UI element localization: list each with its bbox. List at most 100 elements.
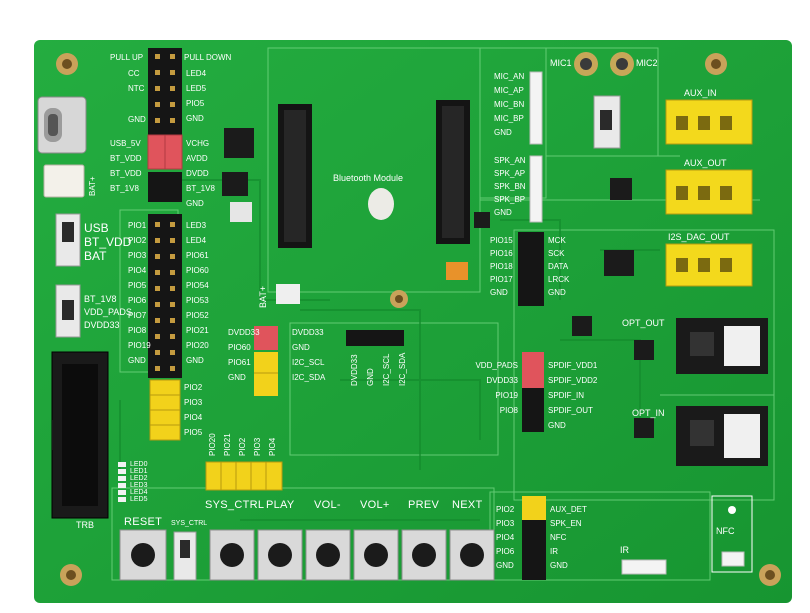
center-left-label: DVDD33 — [228, 328, 260, 337]
opt-in-label: OPT_IN — [632, 408, 665, 418]
i2s-dac-out-label: I2S_DAC_OUT — [668, 232, 730, 242]
qc-sticker — [368, 188, 394, 220]
spdif-left-label: VDD_PADS — [475, 361, 518, 370]
jumper-vertical-label: PIO4 — [268, 437, 277, 456]
prev-button-label: PREV — [408, 499, 440, 511]
led-array — [118, 462, 126, 502]
spdif-left-label: DVDD33 — [486, 376, 518, 385]
mic-pin-label: MIC_BP — [494, 114, 524, 123]
center-mid-label: I2C_SDA — [292, 373, 326, 382]
pio-jumpers-yellow — [149, 379, 181, 441]
pio-right-label: PIO54 — [186, 281, 209, 290]
trb-box-header — [51, 351, 109, 519]
spk-pin-label: SPK_AN — [494, 156, 526, 165]
jumper-label: PIO2 — [184, 383, 203, 392]
pio-left-label: PIO8 — [128, 326, 147, 335]
center-jumpers — [254, 326, 278, 396]
top-left-label: GND — [128, 115, 146, 124]
led-label: LED3 — [130, 482, 148, 489]
push-buttons — [119, 529, 495, 581]
led-label: LED1 — [130, 468, 148, 475]
microphones — [574, 52, 634, 76]
trb-label: TRB — [76, 520, 94, 530]
aux-right-label: GND — [550, 561, 568, 570]
spdif-left-label: PIO19 — [495, 391, 518, 400]
center-vertical-label: I2C_SDA — [398, 352, 407, 386]
pull-down-label: PULL DOWN — [184, 53, 232, 62]
power-left-label: USB_5V — [110, 139, 141, 148]
center-vertical-label: DVDD33 — [350, 354, 359, 386]
aux-right-label: AUX_DET — [550, 505, 587, 514]
pull-up-label: PULL UP — [110, 53, 144, 62]
mic-switch — [593, 95, 621, 149]
jumper-label: PIO4 — [184, 413, 203, 422]
ir-header — [621, 559, 667, 575]
center-mid-label: I2C_SCL — [292, 358, 325, 367]
center-mid-label: DVDD33 — [292, 328, 324, 337]
spdif-right-label: SPDIF_VDD2 — [548, 376, 598, 385]
top-right-label: LED5 — [186, 84, 207, 93]
play-button-label: PLAY — [266, 499, 295, 511]
center-left-label: GND — [228, 373, 246, 382]
mic-pin-label: GND — [494, 128, 512, 137]
pio-right-label: GND — [186, 356, 204, 365]
power-left-label: BT_VDD — [110, 169, 142, 178]
jumper-vertical-label: PIO2 — [238, 437, 247, 456]
mic-pin-label: MIC_AP — [494, 86, 524, 95]
spdif-right-label: SPDIF_IN — [548, 391, 585, 400]
bat-connector-small — [276, 284, 300, 304]
dac-ic — [604, 250, 634, 276]
aux-left-label: PIO3 — [496, 519, 515, 528]
switch-top-label: BAT — [84, 249, 107, 263]
switch-bottom-label: DVDD33 — [84, 320, 120, 330]
battery-connector — [43, 164, 85, 198]
opt-in-connector — [676, 406, 768, 466]
opt-in-ic — [634, 418, 654, 438]
led-label: LED2 — [130, 475, 148, 482]
pio-right-label: PIO21 — [186, 326, 209, 335]
mic-pin-header — [529, 71, 543, 145]
pio-left-label: PIO4 — [128, 266, 147, 275]
i2s-right-label: GND — [548, 288, 566, 297]
aux-left-label: PIO2 — [496, 505, 515, 514]
vol-minus-button-label: VOL- — [314, 499, 341, 511]
switch-top-label: USB — [84, 221, 109, 235]
power-jumpers-red — [147, 134, 183, 202]
mic1-label: MIC1 — [550, 58, 572, 68]
aux-in-jack — [665, 99, 753, 145]
spk-pin-label: GND — [494, 208, 512, 217]
tantalum-capacitor — [446, 262, 468, 280]
led-label: LED0 — [130, 461, 148, 468]
i2s-left-label: PIO16 — [490, 249, 513, 258]
pio-left-label: GND — [128, 356, 146, 365]
small-capacitor — [230, 202, 252, 222]
i2s-jumpers — [518, 232, 544, 306]
spdif-right-label: SPDIF_VDD1 — [548, 361, 598, 370]
vol-plus-button-label: VOL+ — [360, 499, 390, 511]
top-left-label: CC — [128, 69, 140, 78]
pio-right-label: LED3 — [186, 221, 207, 230]
transistor — [474, 212, 490, 228]
i2s-right-label: DATA — [548, 262, 569, 271]
horizontal-jumpers-yellow — [205, 461, 283, 491]
center-left-label: PIO61 — [228, 358, 251, 367]
led-label: LED5 — [130, 496, 148, 503]
power-left-label: BT_VDD — [110, 154, 142, 163]
power-gnd-label: GND — [186, 199, 204, 208]
i2s-dac-out-jack — [665, 243, 753, 287]
power-select-switch — [55, 213, 81, 267]
reset-button-label: RESET — [124, 516, 163, 528]
bat-plus-small-label: BAT+ — [88, 176, 97, 196]
pio-left-label: PIO1 — [128, 221, 147, 230]
i2s-right-label: LRCK — [548, 275, 570, 284]
center-vertical-label: GND — [366, 368, 375, 386]
opt-ic — [634, 340, 654, 360]
power-right-label: BT_1V8 — [186, 184, 215, 193]
center-mid-label: GND — [292, 343, 310, 352]
sys-ctrl-switch-label: SYS_CTRL — [171, 520, 208, 527]
spdif-right-label: GND — [548, 421, 566, 430]
pio-left-label: PIO2 — [128, 236, 147, 245]
smd-inductor — [572, 316, 592, 336]
mic-pin-label: MIC_AN — [494, 72, 525, 81]
